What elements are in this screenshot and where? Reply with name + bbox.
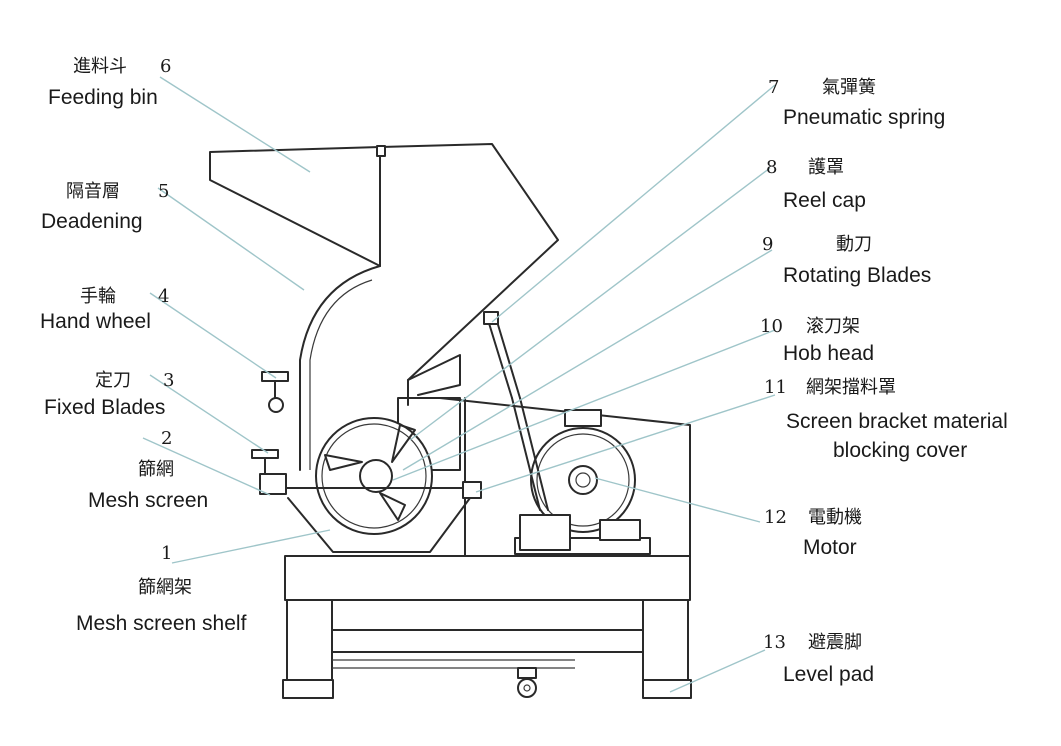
crusher-machine — [209, 143, 692, 699]
label-4-num: 4 — [158, 286, 169, 307]
label-9-num: 9 — [762, 234, 773, 255]
label-7-en: Pneumatic spring — [783, 106, 945, 129]
label-4: 手輪 4 Hand wheel — [40, 286, 169, 333]
label-10-en: Hob head — [783, 342, 874, 365]
label-3-num: 3 — [163, 370, 174, 391]
label-8: 8 護罩 Reel cap — [766, 157, 866, 212]
label-4-en: Hand wheel — [40, 310, 151, 333]
label-8-en: Reel cap — [783, 189, 866, 212]
pneumatic-spring — [483, 311, 549, 511]
label-13: 13 避震脚 Level pad — [763, 632, 874, 686]
label-13-num: 13 — [763, 632, 786, 653]
label-6-en: Feeding bin — [48, 86, 158, 109]
leader-line-2 — [142, 437, 271, 496]
mesh-screen-shelf — [259, 473, 482, 553]
label-13-zh: 避震脚 — [808, 632, 862, 653]
label-3: 定刀 3 Fixed Blades — [44, 370, 174, 419]
label-1-en: Mesh screen shelf — [76, 612, 247, 635]
label-7-zh: 氣彈簧 — [822, 77, 876, 98]
label-10-num: 10 — [760, 316, 783, 337]
crushing-chamber — [315, 397, 461, 535]
leader-line-12 — [594, 477, 761, 523]
label-4-zh: 手輪 — [80, 286, 116, 307]
label-8-zh: 護罩 — [808, 157, 844, 178]
leader-line-5 — [157, 187, 305, 291]
label-12-num: 12 — [764, 507, 787, 528]
label-11-en2: blocking cover — [833, 439, 967, 462]
label-8-num: 8 — [766, 157, 777, 178]
label-6-num: 6 — [160, 56, 171, 77]
leader-line-3 — [149, 374, 269, 454]
label-1-num: 1 — [161, 543, 172, 564]
base-frame — [282, 555, 692, 699]
label-9: 9 動刀 Rotating Blades — [762, 234, 931, 287]
label-5-en: Deadening — [41, 210, 143, 233]
leader-line-10 — [392, 329, 776, 481]
label-5-num: 5 — [158, 181, 169, 202]
leader-line-4 — [149, 292, 277, 379]
label-5: 隔音層 5 Deadening — [41, 181, 169, 233]
label-3-en: Fixed Blades — [44, 396, 165, 419]
label-1-zh: 篩網架 — [138, 577, 192, 598]
label-10-zh: 滚刀架 — [806, 316, 860, 337]
label-6: 進料斗 6 Feeding bin — [48, 56, 171, 109]
leader-line-13 — [669, 649, 766, 693]
leader-line-6 — [159, 76, 311, 173]
label-2-en: Mesh screen — [88, 489, 208, 512]
label-2-num: 2 — [161, 428, 172, 449]
leader-lines — [142, 76, 776, 693]
leader-line-7 — [491, 84, 776, 323]
motor — [519, 409, 641, 551]
label-11-zh: 網架擋料罩 — [806, 377, 896, 398]
label-9-en: Rotating Blades — [783, 264, 931, 287]
hopper-body — [209, 143, 559, 471]
label-2-zh: 篩網 — [138, 459, 174, 480]
hand-wheels — [251, 371, 289, 475]
label-9-zh: 動刀 — [836, 234, 872, 255]
label-6-zh: 進料斗 — [73, 56, 127, 77]
label-2: 2 篩網 Mesh screen — [88, 428, 208, 512]
leader-line-1 — [171, 529, 331, 564]
leader-line-8 — [409, 167, 771, 441]
label-11-en: Screen bracket material — [786, 410, 1008, 433]
leader-line-11 — [475, 394, 776, 493]
label-10: 10 滚刀架 Hob head — [760, 316, 874, 365]
label-7: 7 氣彈簧 Pneumatic spring — [768, 77, 945, 129]
label-3-zh: 定刀 — [95, 370, 131, 391]
label-11: 11 網架擋料罩 Screen bracket material blockin… — [764, 377, 1008, 462]
label-13-en: Level pad — [783, 663, 874, 686]
label-1: 1 篩網架 Mesh screen shelf — [76, 543, 247, 635]
label-12-en: Motor — [803, 536, 857, 559]
label-12: 12 電動機 Motor — [764, 507, 862, 559]
label-7-num: 7 — [768, 77, 779, 98]
label-12-zh: 電動機 — [808, 507, 862, 528]
leader-line-9 — [402, 249, 773, 471]
label-5-zh: 隔音層 — [66, 181, 120, 202]
label-11-num: 11 — [764, 377, 787, 398]
